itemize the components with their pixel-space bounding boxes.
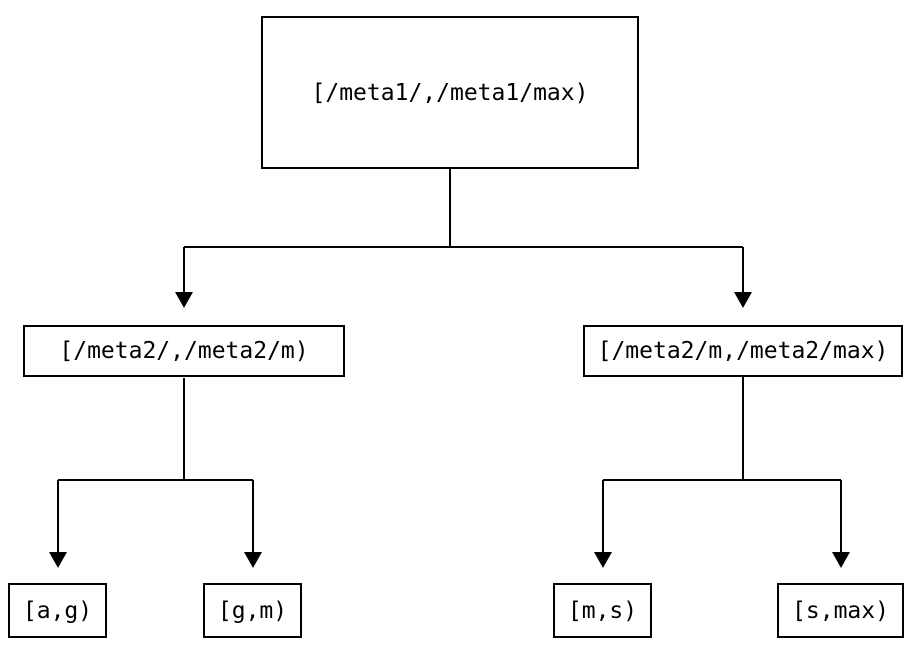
node-leaf-ag: [a,g) (8, 583, 107, 638)
node-meta2-right-label: [/meta2/m,/meta2/max) (597, 338, 889, 364)
node-meta2-left: [/meta2/,/meta2/m) (23, 325, 345, 377)
node-meta2-right: [/meta2/m,/meta2/max) (583, 325, 903, 377)
arrow-down-icon (244, 552, 262, 568)
node-leaf-smax-label: [s,max) (792, 597, 889, 624)
arrow-down-icon (175, 292, 193, 308)
node-meta2-left-label: [/meta2/,/meta2/m) (59, 338, 309, 364)
node-leaf-ag-label: [a,g) (22, 597, 93, 624)
node-root: [/meta1/,/meta1/max) (261, 16, 639, 169)
arrow-down-icon (832, 552, 850, 568)
arrow-down-icon (49, 552, 67, 568)
node-leaf-gm: [g,m) (203, 583, 302, 638)
node-root-label: [/meta1/,/meta1/max) (311, 79, 589, 106)
node-leaf-smax: [s,max) (777, 583, 904, 638)
arrow-down-icon (734, 292, 752, 308)
node-leaf-gm-label: [g,m) (217, 597, 288, 624)
node-leaf-ms-label: [m,s) (567, 597, 638, 624)
node-leaf-ms: [m,s) (553, 583, 652, 638)
arrow-down-icon (594, 552, 612, 568)
